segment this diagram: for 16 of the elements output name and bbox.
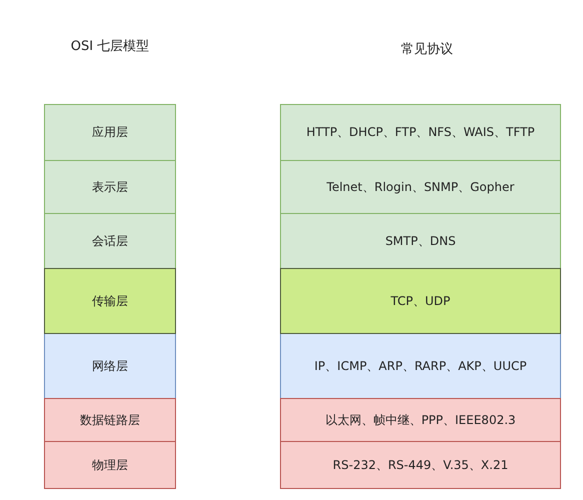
layer-box: 表示层 xyxy=(44,160,176,214)
layer-box: 传输层 xyxy=(44,268,176,334)
protocol-box: Telnet、Rlogin、SNMP、Gopher xyxy=(280,160,561,214)
protocol-box: TCP、UDP xyxy=(280,268,561,334)
column-heading: 常见协议 xyxy=(401,41,453,58)
protocol-box: 以太网、帧中继、PPP、IEEE802.3 xyxy=(280,398,561,442)
layer-box: 物理层 xyxy=(44,441,176,489)
layer-box: 会话层 xyxy=(44,213,176,269)
column-heading: OSI 七层模型 xyxy=(70,38,150,55)
layer-box: 数据链路层 xyxy=(44,398,176,442)
protocol-box: HTTP、DHCP、FTP、NFS、WAIS、TFTP xyxy=(280,104,561,161)
layer-box: 应用层 xyxy=(44,104,176,161)
protocol-box: IP、ICMP、ARP、RARP、AKP、UUCP xyxy=(280,333,561,399)
protocol-box: SMTP、DNS xyxy=(280,213,561,269)
layer-box: 网络层 xyxy=(44,333,176,399)
protocol-box: RS-232、RS-449、V.35、X.21 xyxy=(280,441,561,489)
